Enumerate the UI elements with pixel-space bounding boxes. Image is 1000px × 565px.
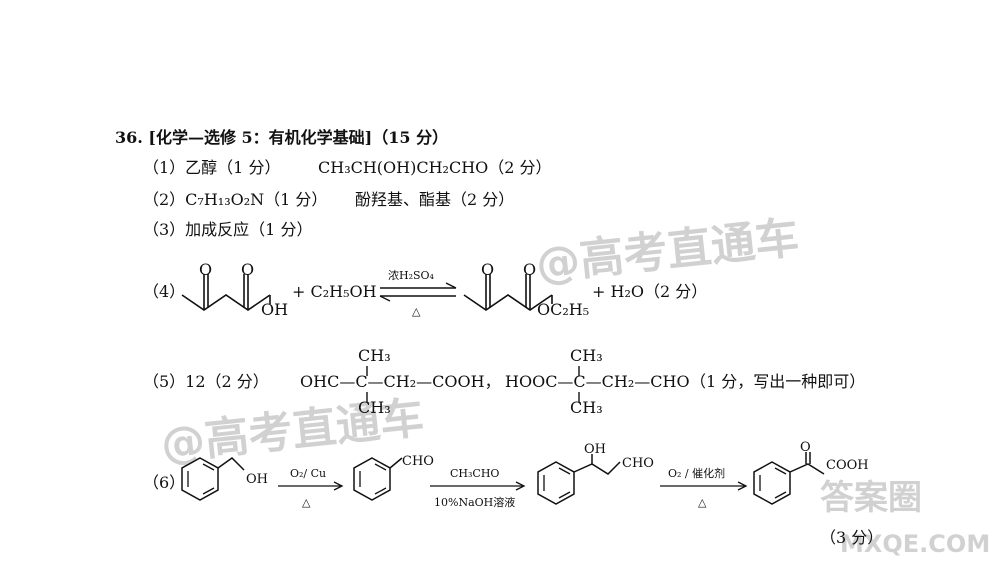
q5-a-bonds <box>366 366 368 402</box>
q5-a-chain: OHC—C—CH₂—COOH， <box>300 372 501 391</box>
q6-reagent-1: O₂/ Cu <box>290 467 327 480</box>
q4-reactant-skeleton <box>181 274 271 311</box>
q4-ethanol: + C₂H₅OH <box>292 282 377 301</box>
q2-label: （2）C₇H₁₃O₂N（1 分） <box>143 190 328 209</box>
q5-label: （5）12（2 分） <box>143 372 269 391</box>
q5-b-ch3-top: CH₃ <box>570 346 603 365</box>
q5-a-ch3-top: CH₃ <box>358 346 391 365</box>
q4-label: （4） <box>143 282 186 301</box>
q6-heat-1: △ <box>302 496 311 509</box>
q6-oh-1: OH <box>246 472 268 487</box>
q4-product-skeleton <box>463 274 553 311</box>
q5-b-ch3-bottom: CH₃ <box>570 398 603 417</box>
q3-answer: （3）加成反应（1 分） <box>143 220 313 239</box>
q6-cooh: COOH <box>826 458 869 473</box>
q4-reactant-OH: OH <box>261 300 289 319</box>
q5-a-ch3-bottom: CH₃ <box>358 398 391 417</box>
q6-arrow-3 <box>660 481 748 491</box>
q1-formula: CH₃CH(OH)CH₂CHO（2 分） <box>318 158 552 177</box>
q6-heat-3: △ <box>698 496 707 509</box>
q6-oh-2: OH <box>584 442 606 457</box>
q5-b-chain: HOOC—C—CH₂—CHO <box>505 372 690 391</box>
q6-score: （3 分） <box>820 528 884 547</box>
q6-condition-2: 10%NaOH溶液 <box>434 496 516 509</box>
watermark-4: MXQE.COM <box>840 530 991 558</box>
watermark-3: 答案圈 <box>820 478 922 518</box>
q4-equilibrium-arrow <box>379 282 457 302</box>
q6-benzyl-alcohol <box>181 457 245 501</box>
q2-groups: 酚羟基、酯基（2 分） <box>355 190 515 209</box>
q4-water: + H₂O（2 分） <box>592 282 708 301</box>
question-title: 36. [化学—选修 5：有机化学基础]（15 分） <box>115 128 449 147</box>
q6-reagent-2: CH₃CHO <box>450 467 500 480</box>
q6-arrow-2 <box>430 481 526 491</box>
q4-heat: △ <box>412 305 421 318</box>
q4-product-O2: O <box>523 260 537 279</box>
q5-note: （1 分，写出一种即可） <box>690 372 866 391</box>
q6-benzaldehyde <box>353 457 403 501</box>
q6-arrow-1 <box>278 481 344 491</box>
q4-reactant-O1: O <box>199 260 213 279</box>
q6-aldol-product <box>537 454 621 505</box>
q4-reactant-O2: O <box>241 260 255 279</box>
q6-cho-1: CHO <box>402 454 434 469</box>
q1-label: （1）乙醇（1 分） <box>143 158 281 177</box>
q6-o: O <box>800 440 811 455</box>
q4-product-OC2H5: OC₂H₅ <box>537 300 590 319</box>
q6-final-product <box>753 452 825 505</box>
q5-b-bonds <box>578 366 580 402</box>
q6-cho-2: CHO <box>622 456 654 471</box>
q4-catalyst: 浓H₂SO₄ <box>388 269 434 282</box>
q6-label: （6） <box>143 473 186 492</box>
q6-reagent-3: O₂ / 催化剂 <box>668 467 726 480</box>
q4-product-O1: O <box>481 260 495 279</box>
